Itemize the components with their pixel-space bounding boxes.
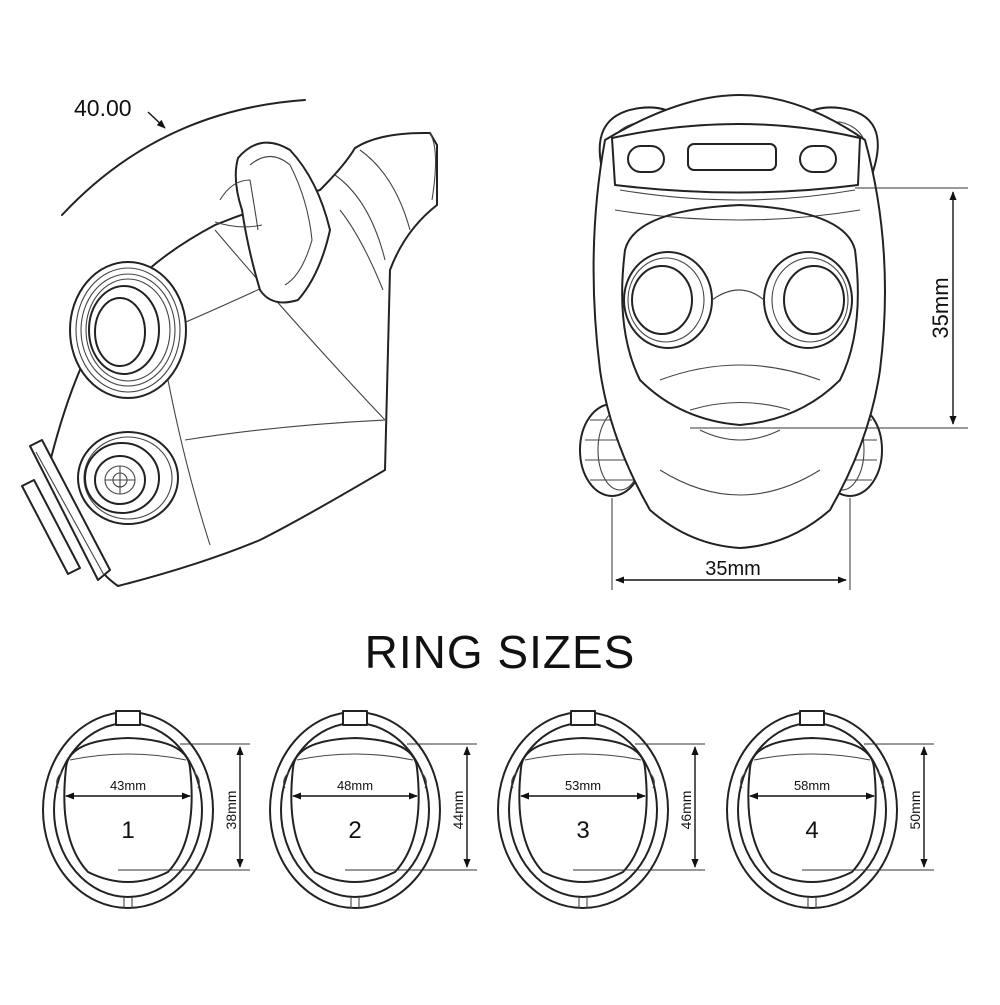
- ring-inner-opening: [63, 737, 193, 883]
- side-upper-port: [69, 261, 187, 399]
- side-view-drawing: 40.00: [21, 95, 438, 587]
- vent-center: [687, 143, 777, 171]
- ring-inner-opening: [747, 737, 877, 883]
- ring-outer-edge: [497, 711, 669, 909]
- ring-height-label: 38mm: [223, 791, 239, 830]
- side-mouth-plate: [29, 439, 111, 581]
- ring-4: 58mm 4 50mm: [726, 710, 934, 909]
- ring-inner-contour: [740, 771, 747, 789]
- ring-number: 3: [576, 817, 589, 844]
- ring-inner-opening: [518, 737, 648, 883]
- vent-right: [799, 145, 837, 173]
- side-lower-port: [77, 431, 179, 525]
- ring-inner-contour: [69, 753, 187, 761]
- ring-2: 48mm 2 44mm: [269, 710, 477, 909]
- ring-1: 43mm 1 38mm: [42, 710, 250, 909]
- ring-top-clasp: [799, 710, 825, 726]
- ring-size-row: 43mm 1 38mm 48mm 2 44mm 53mm 3 46mm 58mm 4 50mm: [42, 710, 934, 909]
- ring-inner-contour: [511, 771, 518, 789]
- ring-inner-contour: [753, 753, 871, 761]
- ring-width-label: 43mm: [110, 778, 146, 793]
- ring-width-label: 58mm: [794, 778, 830, 793]
- ring-inner-contour: [283, 771, 290, 789]
- ring-height-label: 50mm: [907, 791, 923, 830]
- front-eye-left: [623, 251, 713, 349]
- ring-inner-contour: [420, 771, 427, 789]
- ring-inner-contour: [524, 753, 642, 761]
- ring-width-label: 48mm: [337, 778, 373, 793]
- front-view-drawing: 35mm 35mm: [579, 94, 968, 590]
- ring-outer-edge: [726, 711, 898, 909]
- ring-number: 1: [121, 817, 134, 844]
- ring-inner-contour: [193, 771, 200, 789]
- ring-number: 2: [348, 817, 361, 844]
- front-face-shell: [592, 94, 886, 549]
- ring-3: 53mm 3 46mm: [497, 710, 705, 909]
- ring-outer-edge: [42, 711, 214, 909]
- ring-top-clasp: [570, 710, 596, 726]
- ring-outer-edge: [269, 711, 441, 909]
- vent-left: [627, 145, 665, 173]
- ring-inner-contour: [877, 771, 884, 789]
- ring-height-label: 44mm: [450, 791, 466, 830]
- angle-label: 40.00: [74, 95, 132, 121]
- angle-arrow: [147, 111, 166, 129]
- ring-height-label: 46mm: [678, 791, 694, 830]
- page-title: RING SIZES: [365, 626, 636, 678]
- ring-number: 4: [805, 817, 818, 844]
- ring-top-clasp: [342, 710, 368, 726]
- ring-inner-contour: [296, 753, 414, 761]
- ring-inner-contour: [56, 771, 63, 789]
- ring-inner-contour: [648, 771, 655, 789]
- ring-inner-opening: [290, 737, 420, 883]
- angle-arc: [61, 99, 306, 216]
- ring-top-clasp: [115, 710, 141, 726]
- ring-width-label: 53mm: [565, 778, 601, 793]
- side-ear-fin: [234, 141, 331, 304]
- front-width-label: 35mm: [705, 558, 761, 580]
- front-eye-right: [763, 251, 853, 349]
- front-height-label: 35mm: [928, 277, 953, 338]
